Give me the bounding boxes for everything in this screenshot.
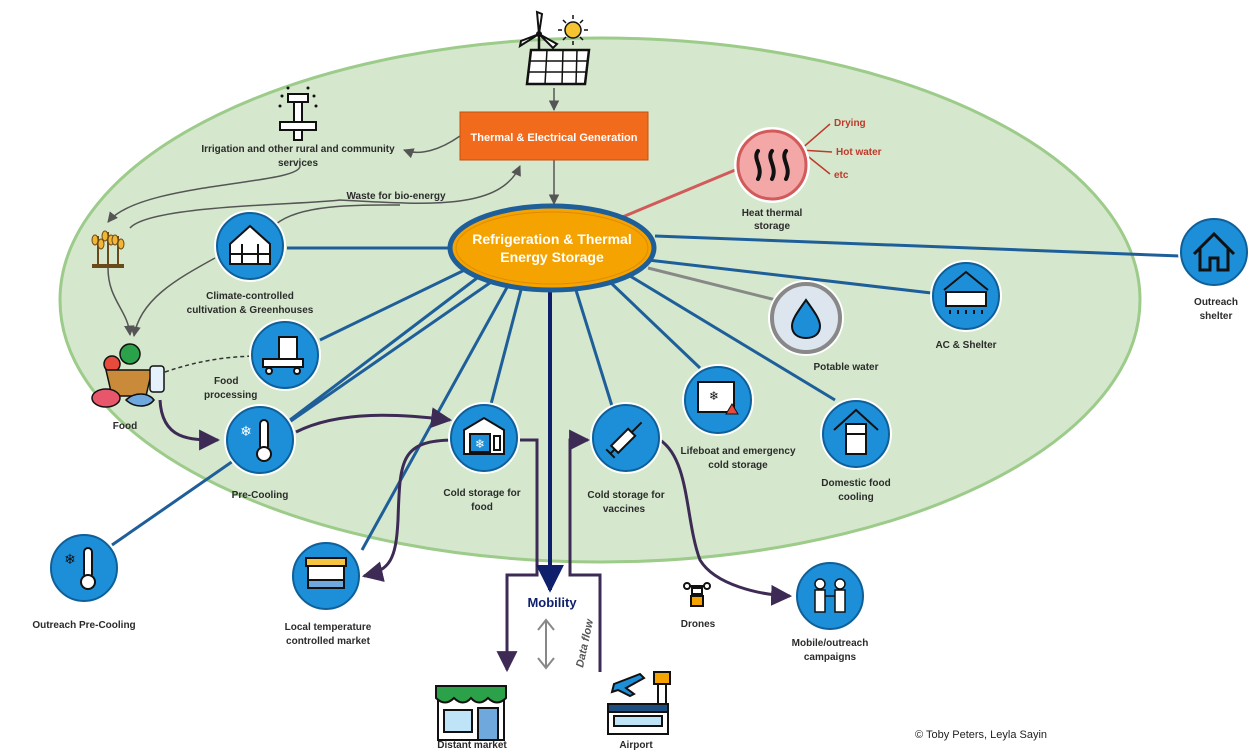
copyright-credit: © Toby Peters, Leyla Sayin xyxy=(915,729,1047,741)
local-market-label-2: controlled market xyxy=(286,636,371,647)
mobile-campaigns-label-2: campaigns xyxy=(804,652,857,663)
crops-to-food-arrow xyxy=(107,267,135,337)
heat-thermal-storage-node xyxy=(734,127,810,203)
food-processing-label-2: processing xyxy=(204,390,257,401)
cold-vaccines-label-2: vaccines xyxy=(603,504,646,515)
food-to-precooling-arrow xyxy=(158,399,221,451)
local-market-node xyxy=(289,539,363,613)
heat-waves-icon xyxy=(754,149,790,181)
heat-storage-label-1: Heat thermal xyxy=(742,208,803,219)
pre-cooling-label: Pre-Cooling xyxy=(232,490,289,501)
heat-storage-label-2: storage xyxy=(754,221,791,232)
waste-bioenergy-label: Waste for bio-energy xyxy=(346,191,446,202)
lifeboat-emergency-node: ❄ xyxy=(681,363,755,437)
food-label: Food xyxy=(113,421,137,432)
heat-output-hot-water: Hot water xyxy=(836,147,882,158)
snowflake-icon: ❄ xyxy=(475,437,485,451)
hub-spokes xyxy=(111,234,1181,551)
local-market-label-1: Local temperature xyxy=(285,622,372,633)
wind-solar-icon xyxy=(518,10,591,86)
ac-shelter-node xyxy=(929,259,1003,333)
greenhouse-label-1: Climate-controlled xyxy=(206,291,294,302)
food-processing-label-1: Food xyxy=(214,376,238,387)
svg-text:❄: ❄ xyxy=(709,389,719,403)
cold-storage-food-node: ❄ xyxy=(447,401,521,475)
greenhouse-icon xyxy=(229,224,271,265)
heat-output-etc: etc xyxy=(834,170,849,181)
drone-icon xyxy=(683,582,711,607)
svg-text:❄: ❄ xyxy=(240,424,252,440)
irrigation-sprinkler-icon xyxy=(278,86,318,141)
thermometer-snowflake-icon: ❄ xyxy=(240,419,272,462)
cold-vaccines-label-1: Cold storage for xyxy=(587,490,664,501)
food-processing-machine-icon xyxy=(262,336,304,375)
vaccines-to-campaigns-arrow xyxy=(659,438,793,606)
vaccination-people-icon xyxy=(814,578,846,613)
precooling-to-coldfood-arrow xyxy=(295,407,453,434)
ac-shelter-label: AC & Shelter xyxy=(935,340,996,351)
house-icon xyxy=(1192,231,1236,272)
outreach-thermometer-icon: ❄ xyxy=(64,547,96,590)
domestic-cooling-node xyxy=(819,397,893,471)
mobility-label: Mobility xyxy=(527,595,577,610)
cold-food-label-1: Cold storage for xyxy=(443,488,520,499)
irrigation-to-crops-arrow xyxy=(107,165,301,223)
water-drop-icon xyxy=(790,298,822,340)
hub-title-line1: Refrigeration & Thermal xyxy=(472,231,631,247)
food-processing-dashed xyxy=(164,355,263,373)
emergency-freezer-icon: ❄ xyxy=(697,381,739,415)
potable-water-node xyxy=(768,280,844,356)
irrigation-label-1: Irrigation and other rural and community xyxy=(201,144,395,155)
greenhouse-label-2: cultivation & Greenhouses xyxy=(187,305,314,316)
outreach-shelter-node xyxy=(1177,215,1248,289)
pre-cooling-node: ❄ xyxy=(223,403,297,477)
distant-market-icon xyxy=(435,685,507,741)
domestic-label-1: Domestic food xyxy=(821,478,890,489)
food-basket-icon xyxy=(91,343,165,408)
cold-food-label-2: food xyxy=(471,502,493,513)
cold-storage-vaccines-node xyxy=(589,401,663,475)
mobile-campaigns-node xyxy=(793,559,867,633)
airport-to-vaccines-arrow xyxy=(568,429,602,672)
syringe-icon xyxy=(605,421,643,459)
data-flow-label: Data flow xyxy=(574,617,596,669)
domestic-label-2: cooling xyxy=(838,492,874,503)
hub-title-line2: Energy Storage xyxy=(500,249,604,265)
drones-label: Drones xyxy=(681,619,716,630)
thermal-electrical-generation-box xyxy=(459,111,649,161)
potable-water-label: Potable water xyxy=(813,362,878,373)
greenhouse-waste-line xyxy=(275,204,401,225)
air-conditioner-icon xyxy=(943,270,989,314)
distant-market-label: Distant market xyxy=(437,740,507,751)
data-flow-arrow xyxy=(537,618,555,670)
greenhouse-node xyxy=(213,209,287,283)
heat-output-drying: Drying xyxy=(834,118,866,129)
coldfood-to-localmarket-arrow xyxy=(361,438,456,582)
heat-spoke xyxy=(619,166,741,220)
market-stall-icon xyxy=(305,557,347,589)
crops-wheat-icon xyxy=(91,230,125,268)
refrigeration-hub xyxy=(455,211,649,285)
outreach-shelter-label-1: Outreach xyxy=(1194,297,1238,308)
irrigation-label-2: services xyxy=(278,158,318,169)
waste-bioenergy-arrow xyxy=(129,165,521,229)
airport-label: Airport xyxy=(619,740,653,751)
outreach-shelter-label-2: shelter xyxy=(1200,311,1233,322)
generation-label: Thermal & Electrical Generation xyxy=(471,132,638,144)
potable-spoke xyxy=(647,266,777,302)
cold-room-icon xyxy=(463,416,505,455)
food-processing-node xyxy=(248,318,322,392)
outreach-pre-cooling-node: ❄ xyxy=(47,531,121,605)
mobile-campaigns-label-1: Mobile/outreach xyxy=(792,638,869,649)
lifeboat-label-1: Lifeboat and emergency xyxy=(680,446,795,457)
outreach-pre-cooling-label: Outreach Pre-Cooling xyxy=(32,620,135,631)
greenhouse-to-food-arrow xyxy=(130,257,216,338)
generation-to-irrigation-arrow xyxy=(403,135,461,159)
svg-text:❄: ❄ xyxy=(64,552,76,568)
lifeboat-label-2: cold storage xyxy=(708,460,768,471)
airport-icon xyxy=(607,671,671,735)
fridge-house-icon xyxy=(833,408,879,455)
